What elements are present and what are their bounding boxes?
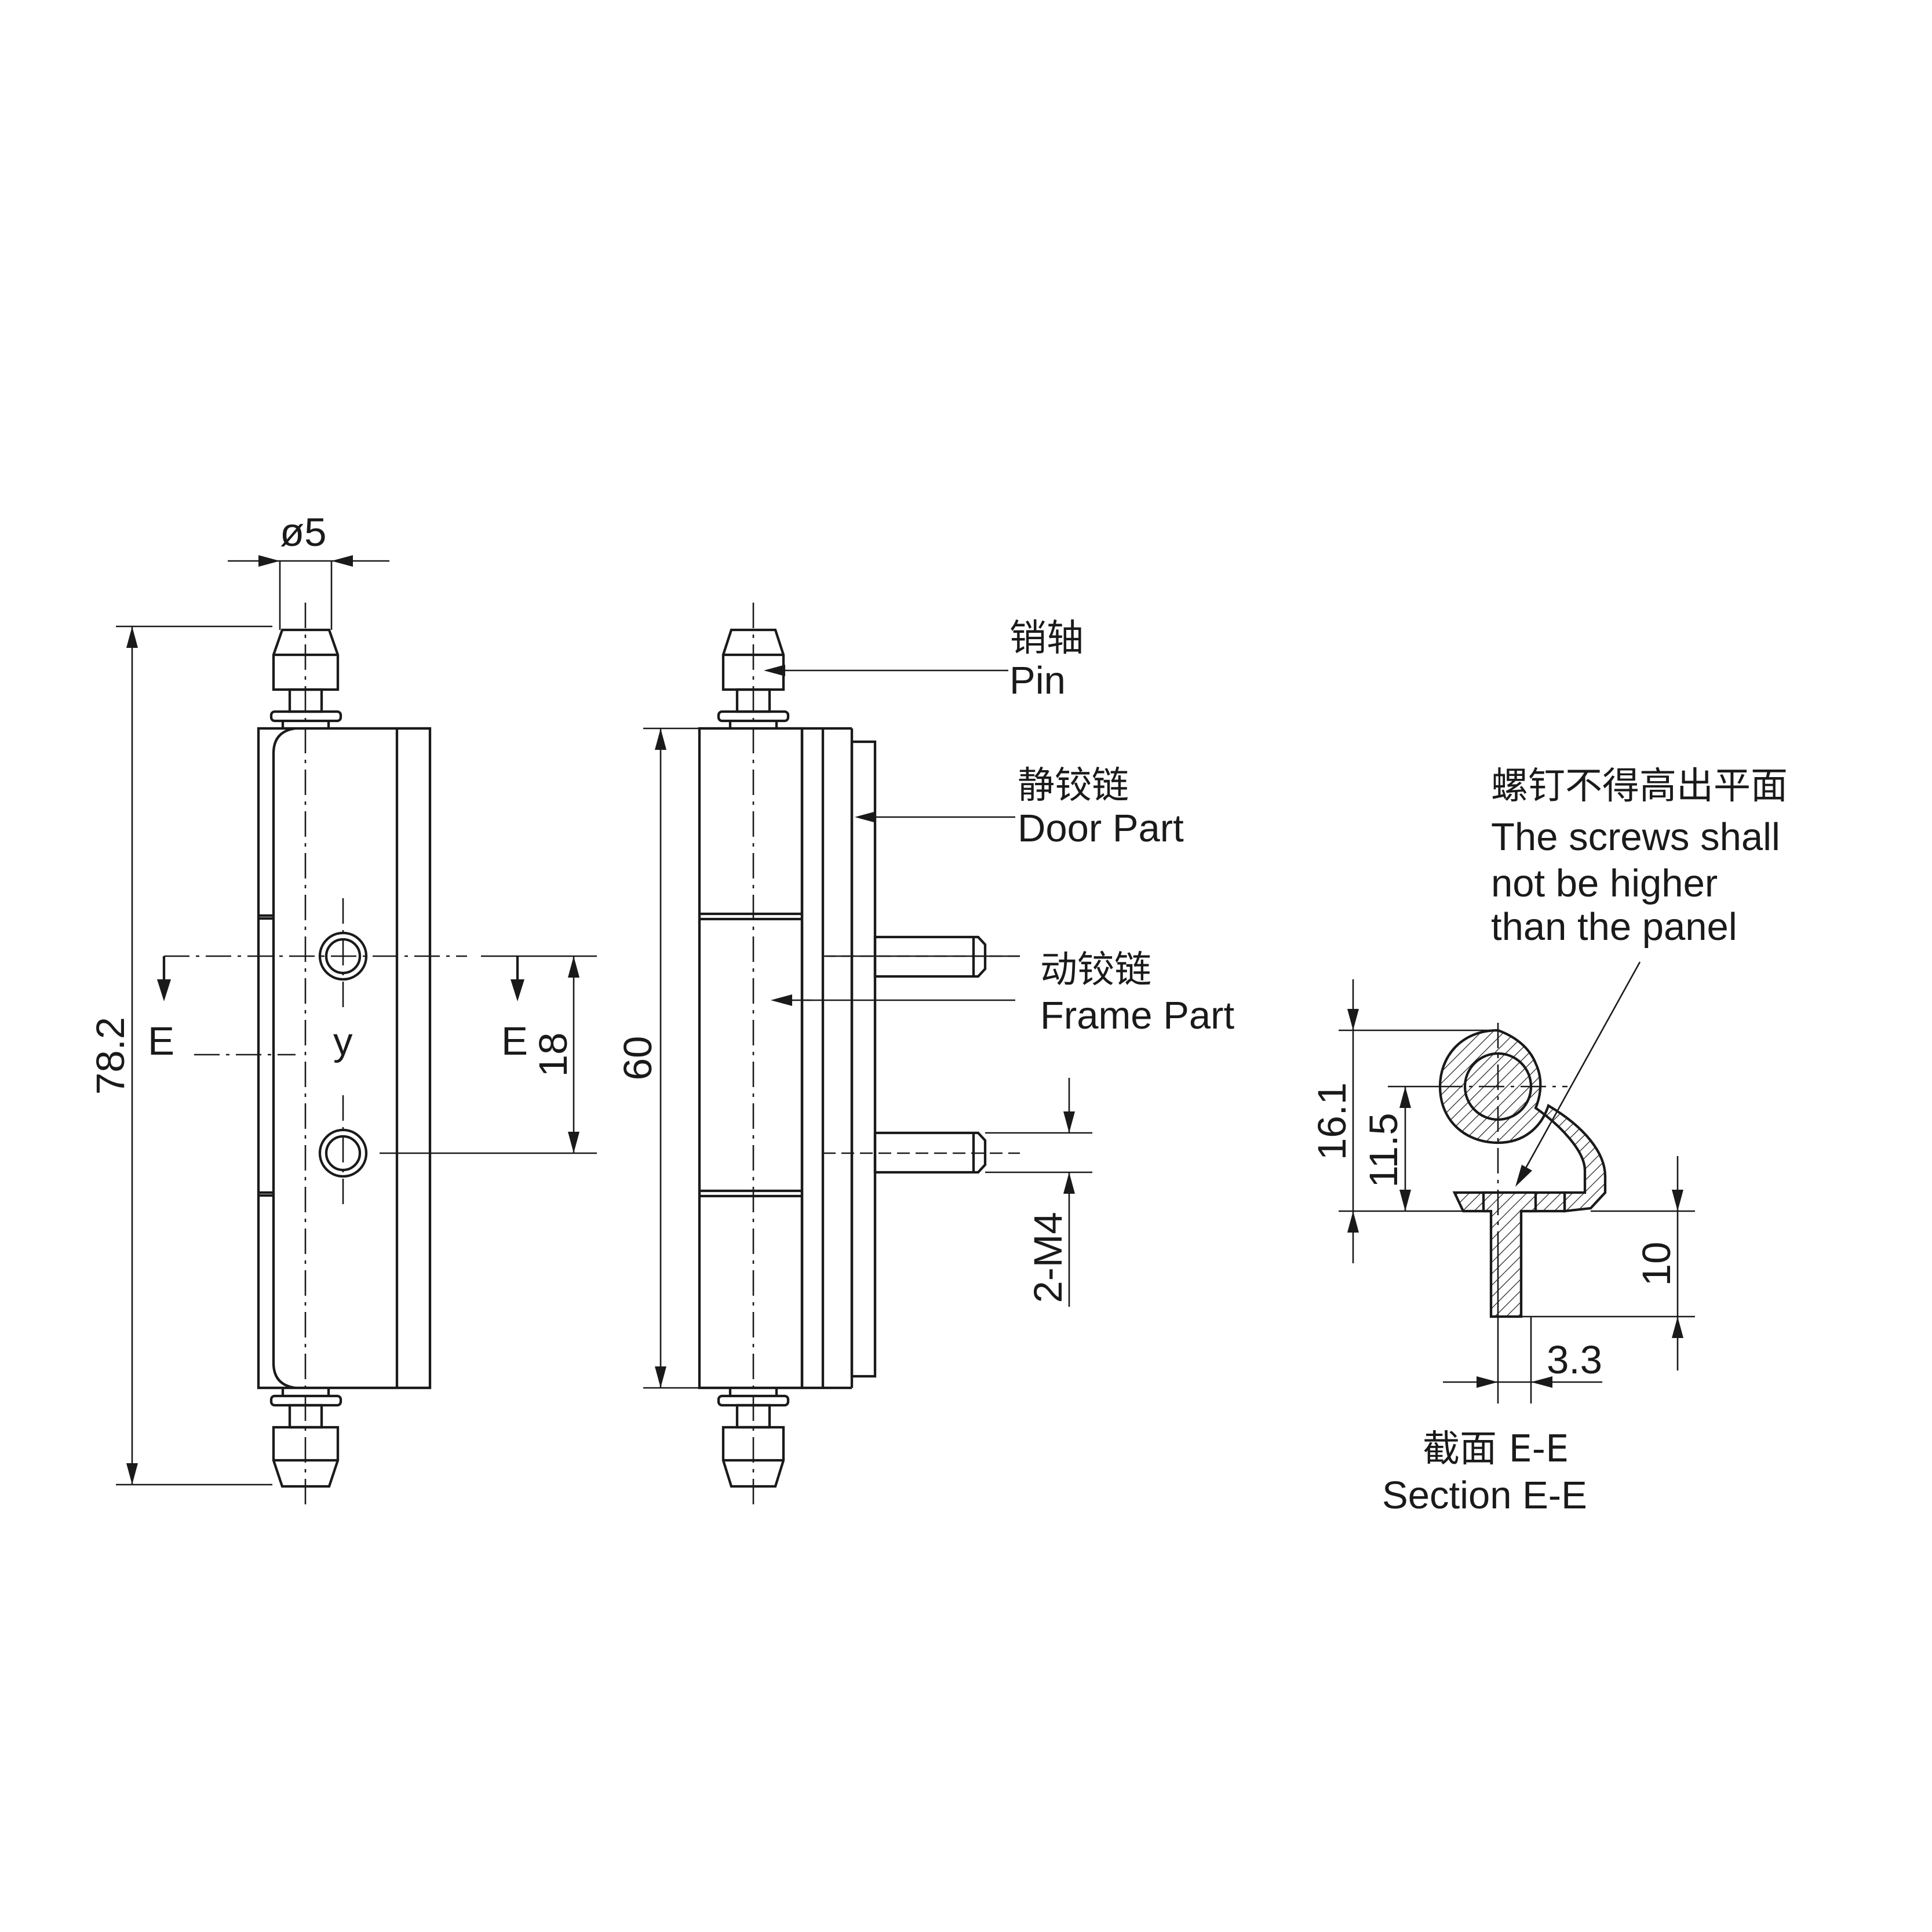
- callout-frame-part-en: Frame Part: [1040, 994, 1234, 1037]
- dim-screw-length: 10: [1634, 1242, 1679, 1286]
- screws-note-line-2: not be higher: [1491, 862, 1718, 905]
- section-mark-left: E: [148, 1019, 174, 1063]
- side-view: 60 2-M4: [615, 603, 1092, 1507]
- section-knuckle-arm: [1438, 1029, 1607, 1213]
- dim-pin-diameter: ø5: [280, 510, 327, 555]
- dim-leaf-height: 60: [615, 1036, 660, 1081]
- side-stud-upper: [873, 935, 987, 978]
- side-knuckle-outline: [698, 727, 804, 1390]
- section-view: 16.1 11.5 10 3.3 截面 E-E Section E-E: [1310, 961, 1695, 1517]
- section-screw: [1482, 1191, 1537, 1318]
- dim-section-pin-height: 11.5: [1361, 1113, 1406, 1187]
- callout-door-part-en: Door Part: [1018, 807, 1184, 850]
- dim-overall-height: 78.2: [88, 1017, 133, 1095]
- leader-screws-note: [1520, 961, 1641, 1177]
- section-caption-cn: 截面 E-E: [1423, 1428, 1569, 1471]
- side-door-leaf: [850, 740, 877, 1378]
- screws-note-line-3: than the panel: [1491, 905, 1737, 949]
- section-mark-right: E: [501, 1019, 528, 1063]
- dim-thread: 2-M4: [1026, 1212, 1070, 1303]
- front-logo-mark: y: [333, 1020, 353, 1063]
- callout-pin-cn: 销轴: [1009, 617, 1084, 660]
- front-body-outline: [257, 727, 432, 1390]
- callout-pin-en: Pin: [1009, 659, 1066, 702]
- callout-frame-part-cn: 动铰链: [1040, 949, 1151, 991]
- side-stud-lower: [873, 1131, 987, 1174]
- callouts: 销轴 Pin 静铰链 Door Part 动铰链 Frame Part 螺钉不得…: [1009, 617, 1788, 1037]
- dim-screw-offset: 3.3: [1547, 1337, 1602, 1382]
- screws-note-line-1: The screws shall: [1491, 815, 1780, 859]
- screws-note-cn: 螺钉不得高出平面: [1491, 765, 1788, 808]
- dim-section-total-height: 16.1: [1310, 1082, 1354, 1160]
- front-knuckle-edge: [272, 727, 296, 1390]
- dim-hole-spacing: 18: [531, 1033, 575, 1077]
- front-view: y E E ø5 78.2 18: [88, 510, 597, 1507]
- section-caption-en: Section E-E: [1382, 1474, 1587, 1517]
- callout-door-part-cn: 静铰链: [1018, 764, 1129, 807]
